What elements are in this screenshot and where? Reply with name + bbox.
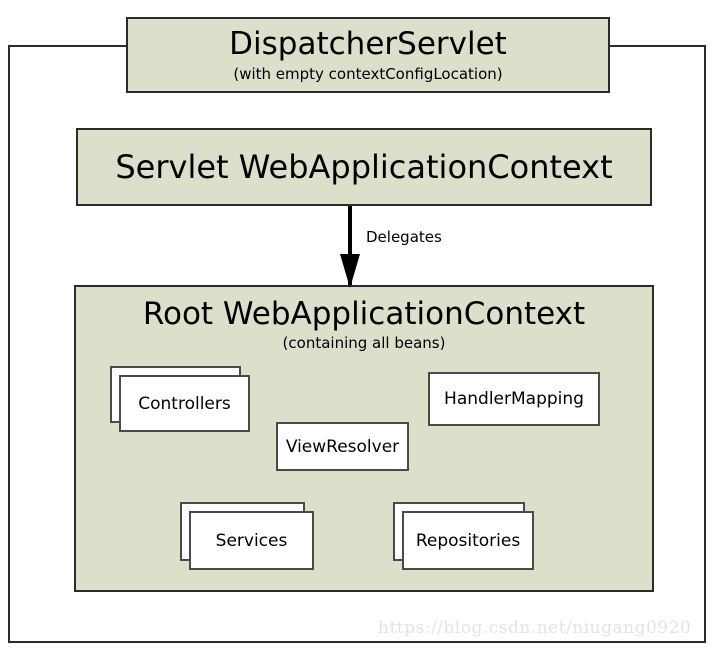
watermark-text: https://blog.csdn.net/niugang0920 [378,618,692,638]
services-label: Services [189,511,314,570]
repositories-label: Repositories [402,511,534,570]
dispatcher-servlet-box: DispatcherServlet (with empty contextCon… [126,17,610,93]
root-webapplicationcontext-title: Root WebApplicationContext [142,296,586,332]
servlet-webapplicationcontext-box: Servlet WebApplicationContext [76,128,652,206]
servlet-webapplicationcontext-title: Servlet WebApplicationContext [115,147,613,186]
arrow-down-icon [340,206,360,288]
view-resolver-component: ViewResolver [276,422,409,471]
controllers-label: Controllers [119,375,250,432]
root-webapplicationcontext-heading: Root WebApplicationContext (containing a… [76,296,652,353]
handler-mapping-component: HandlerMapping [428,372,600,426]
root-webapplicationcontext-subtitle: (containing all beans) [282,334,446,353]
services-component: Services [180,502,314,570]
controllers-component: Controllers [110,366,250,432]
dispatcher-servlet-subtitle: (with empty contextConfigLocation) [233,65,503,84]
repositories-component: Repositories [393,502,534,570]
delegates-label: Delegates [366,228,442,246]
dispatcher-servlet-title: DispatcherServlet [229,25,507,62]
